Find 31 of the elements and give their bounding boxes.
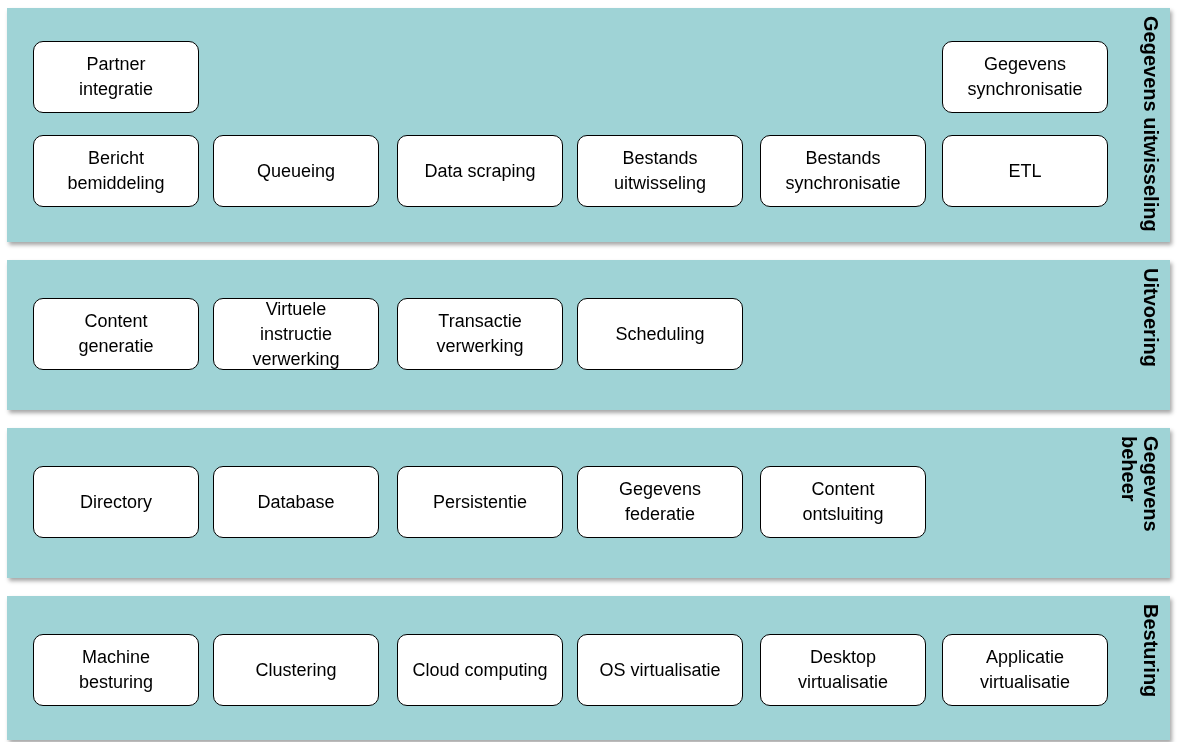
function-box: Virtuele instructie verwerking xyxy=(213,298,379,370)
function-box: Machine besturing xyxy=(33,634,199,706)
layer-title: Uitvoering xyxy=(1140,268,1162,367)
function-box: Data scraping xyxy=(397,135,563,207)
function-box: Clustering xyxy=(213,634,379,706)
layer-title: Gegevens uitwisseling xyxy=(1140,16,1162,232)
layer-panel xyxy=(7,428,1170,578)
function-box: Applicatie virtualisatie xyxy=(942,634,1108,706)
layer-panel xyxy=(7,596,1170,740)
function-box: Persistentie xyxy=(397,466,563,538)
function-box: OS virtualisatie xyxy=(577,634,743,706)
function-box: Desktop virtualisatie xyxy=(760,634,926,706)
function-box: Database xyxy=(213,466,379,538)
layer-panel xyxy=(7,260,1170,410)
layer-title: Gegevens beheer xyxy=(1118,436,1162,534)
function-box: Partner integratie xyxy=(33,41,199,113)
function-box: ETL xyxy=(942,135,1108,207)
function-box: Bericht bemiddeling xyxy=(33,135,199,207)
function-box: Bestands synchronisatie xyxy=(760,135,926,207)
function-box: Bestands uitwisseling xyxy=(577,135,743,207)
function-box: Gegevens synchronisatie xyxy=(942,41,1108,113)
function-box: Scheduling xyxy=(577,298,743,370)
layer-panel xyxy=(7,8,1170,242)
function-box: Transactie verwerking xyxy=(397,298,563,370)
function-box: Directory xyxy=(33,466,199,538)
function-box: Queueing xyxy=(213,135,379,207)
function-box: Gegevens federatie xyxy=(577,466,743,538)
layer-title: Besturing xyxy=(1140,604,1162,698)
function-box: Content generatie xyxy=(33,298,199,370)
function-box: Content ontsluiting xyxy=(760,466,926,538)
function-box: Cloud computing xyxy=(397,634,563,706)
